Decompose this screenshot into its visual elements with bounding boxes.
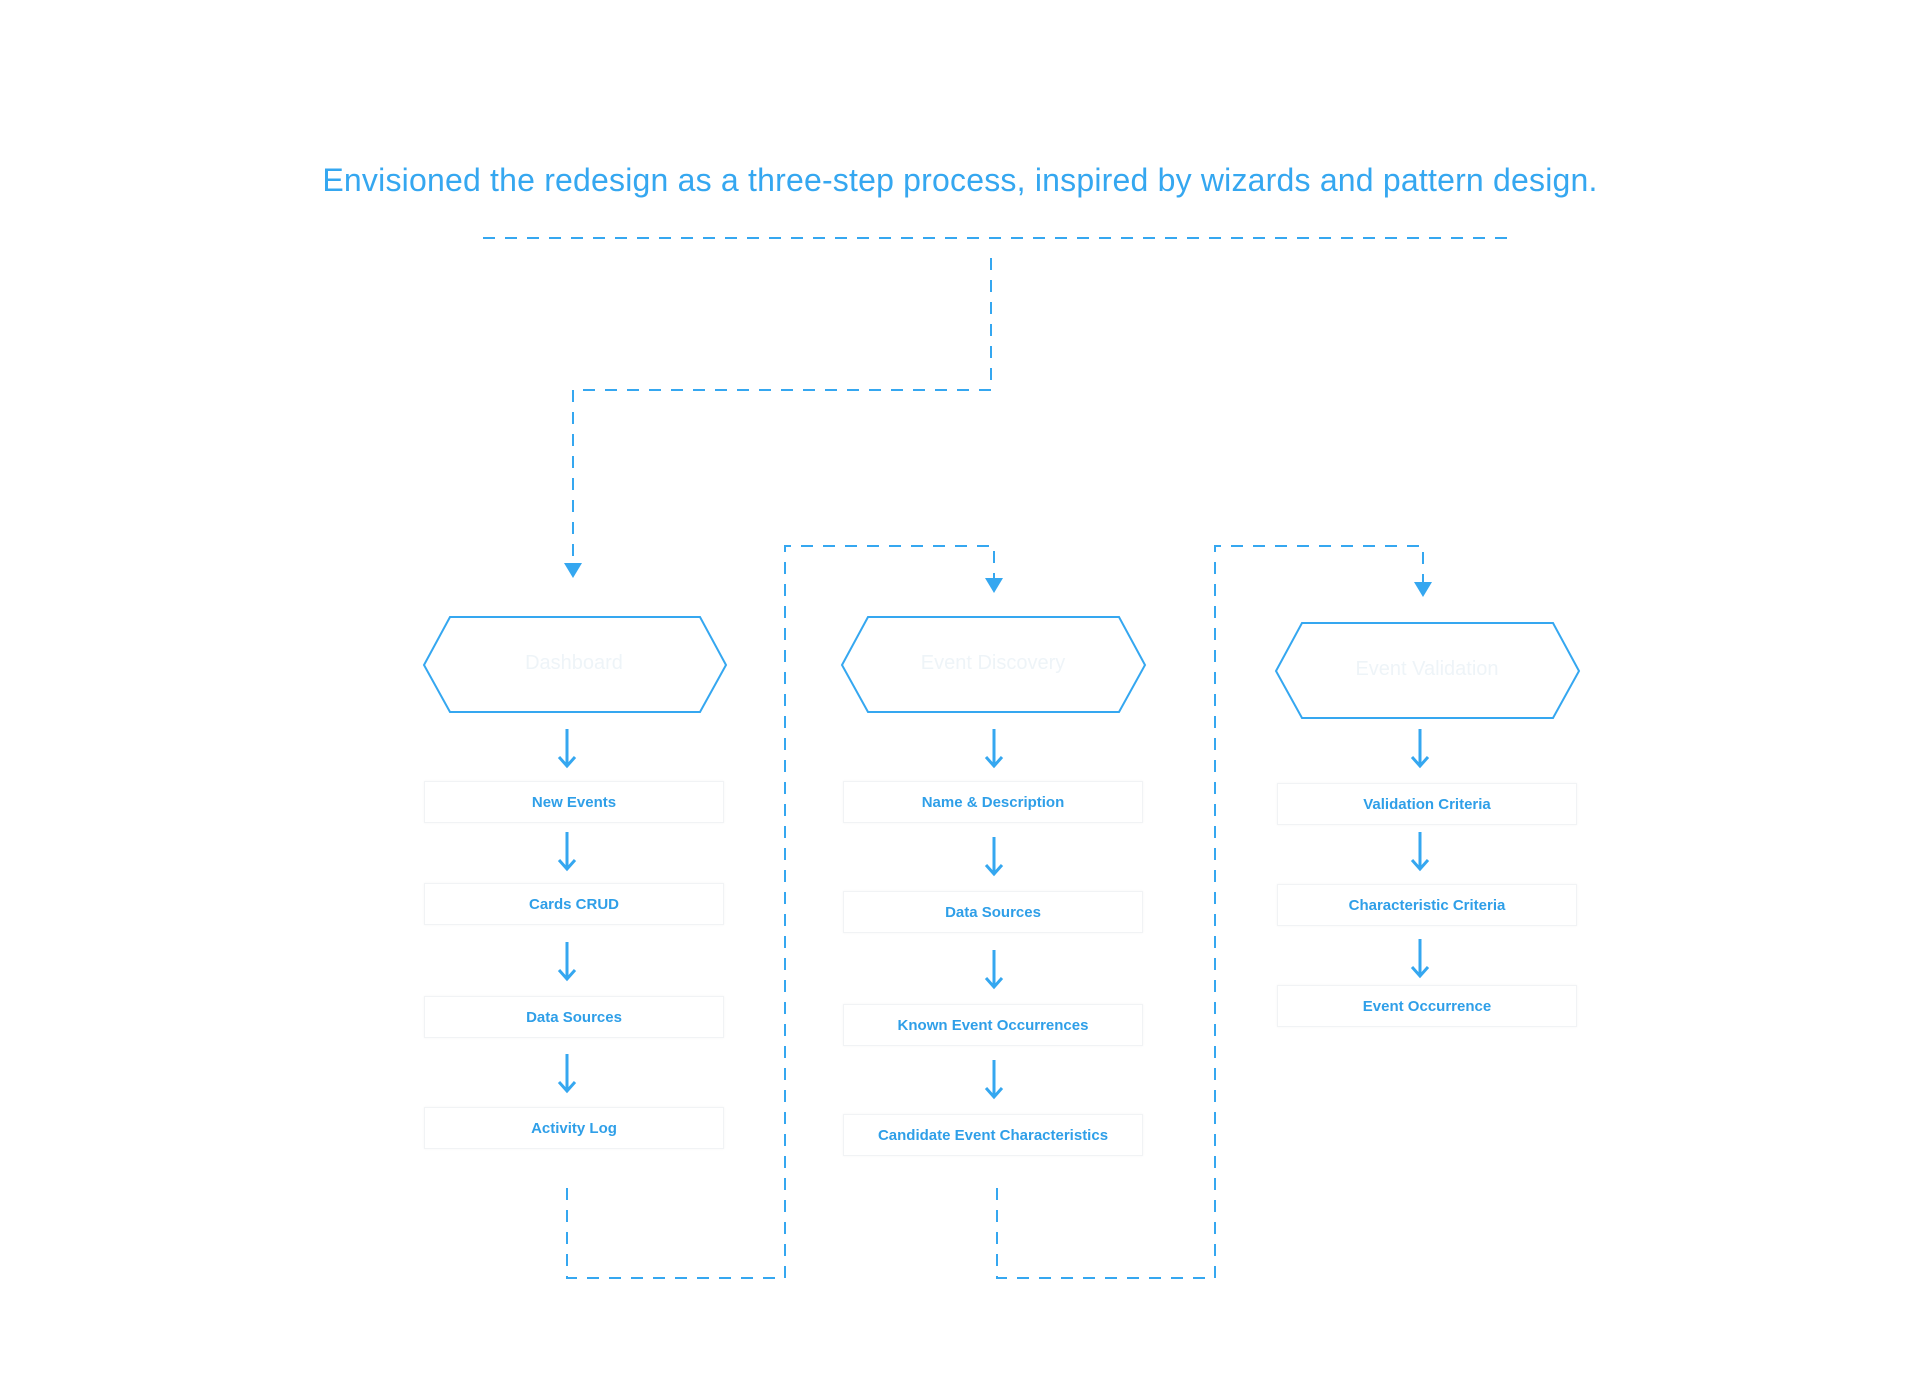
stage-hexagon-dashboard	[422, 616, 728, 713]
down-arrow-icon	[1410, 729, 1430, 769]
step-cards-crud: Cards CRUD	[424, 883, 724, 925]
step-name-description: Name & Description	[843, 781, 1143, 823]
dashboard-step-arrows	[557, 729, 577, 1094]
discovery-step-arrows	[984, 729, 1004, 1100]
down-arrow-icon	[557, 832, 577, 872]
step-validation-criteria: Validation Criteria	[1277, 783, 1577, 825]
down-arrow-icon	[1410, 832, 1430, 872]
down-arrow-icon	[557, 729, 577, 769]
arrowhead-dashboard	[564, 563, 582, 578]
down-arrow-icon	[984, 729, 1004, 769]
stage-label-event-discovery: Event Discovery	[920, 652, 1066, 674]
connector-to-dashboard	[572, 258, 992, 570]
down-arrow-icon	[557, 942, 577, 982]
arrowhead-discovery	[985, 578, 1003, 593]
connector-dashboard-to-discovery	[566, 545, 995, 1279]
step-data-sources: Data Sources	[424, 996, 724, 1038]
down-arrow-icon	[557, 1054, 577, 1094]
connector-discovery-to-validation	[996, 545, 1424, 1279]
stage-hexagon-event-validation	[1274, 622, 1581, 719]
step-candidate-event-characteristics: Candidate Event Characteristics	[843, 1114, 1143, 1156]
stage-label-event-validation: Event Validation	[1355, 658, 1499, 680]
down-arrow-icon	[1410, 939, 1430, 979]
step-new-events: New Events	[424, 781, 724, 823]
validation-step-arrows	[1410, 729, 1430, 979]
arrowhead-validation	[1414, 582, 1432, 597]
down-arrow-icon	[984, 950, 1004, 990]
stage-label-dashboard: Dashboard	[525, 652, 623, 674]
down-arrow-icon	[984, 1060, 1004, 1100]
stage-hexagon-event-discovery	[840, 616, 1147, 713]
down-arrow-icon	[984, 837, 1004, 877]
step-event-occurrence: Event Occurrence	[1277, 985, 1577, 1027]
step-data-sources: Data Sources	[843, 891, 1143, 933]
step-characteristic-criteria: Characteristic Criteria	[1277, 884, 1577, 926]
step-activity-log: Activity Log	[424, 1107, 724, 1149]
headline: Envisioned the redesign as a three-step …	[322, 162, 1598, 198]
step-known-event-occurrences: Known Event Occurrences	[843, 1004, 1143, 1046]
